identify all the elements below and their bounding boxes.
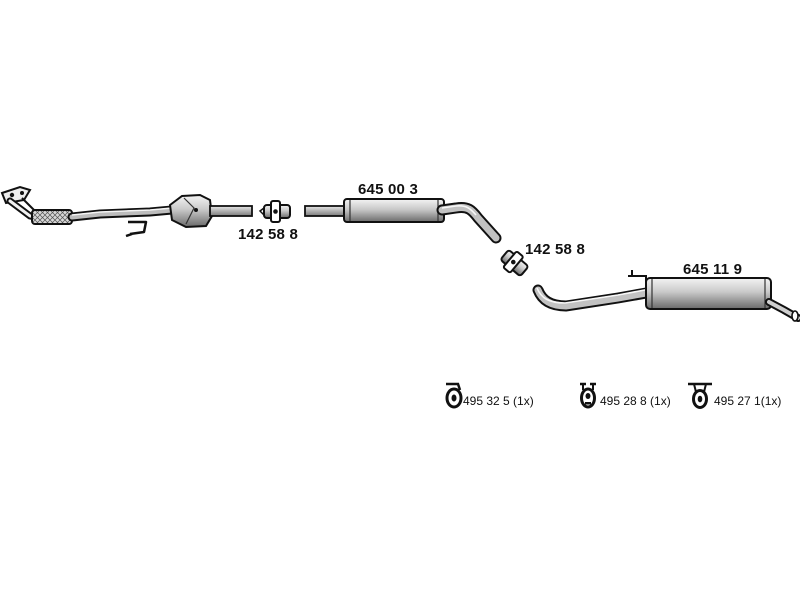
- pipe-bracket: [125, 220, 148, 238]
- rubber-mount-icon-2: [580, 382, 596, 409]
- mount-1-label: 495 32 5 (1x): [463, 394, 534, 408]
- middle-silencer-part-number: 645 00 3: [358, 181, 418, 198]
- mount-3-label: 495 27 1(1x): [714, 394, 782, 408]
- rubber-mount-icon-1: [445, 382, 463, 409]
- middle-silencer: [304, 198, 502, 244]
- silencer-bracket: [628, 270, 647, 284]
- rubber-mount-icon-3: [688, 382, 712, 409]
- flex-section: [31, 209, 73, 225]
- mount-2-label: 495 28 8 (1x): [600, 394, 671, 408]
- front-pipe-with-catalyst: [0, 185, 253, 238]
- front-clamp-part-number: 142 58 8: [238, 226, 298, 243]
- rear-clamp: [500, 249, 529, 277]
- rear-silencer: [532, 270, 800, 322]
- rear-silencer-part-number: 645 11 9: [683, 261, 743, 278]
- front-clamp: [258, 200, 291, 223]
- catalytic-converter: [168, 193, 214, 229]
- rear-clamp-part-number: 142 58 8: [525, 241, 585, 258]
